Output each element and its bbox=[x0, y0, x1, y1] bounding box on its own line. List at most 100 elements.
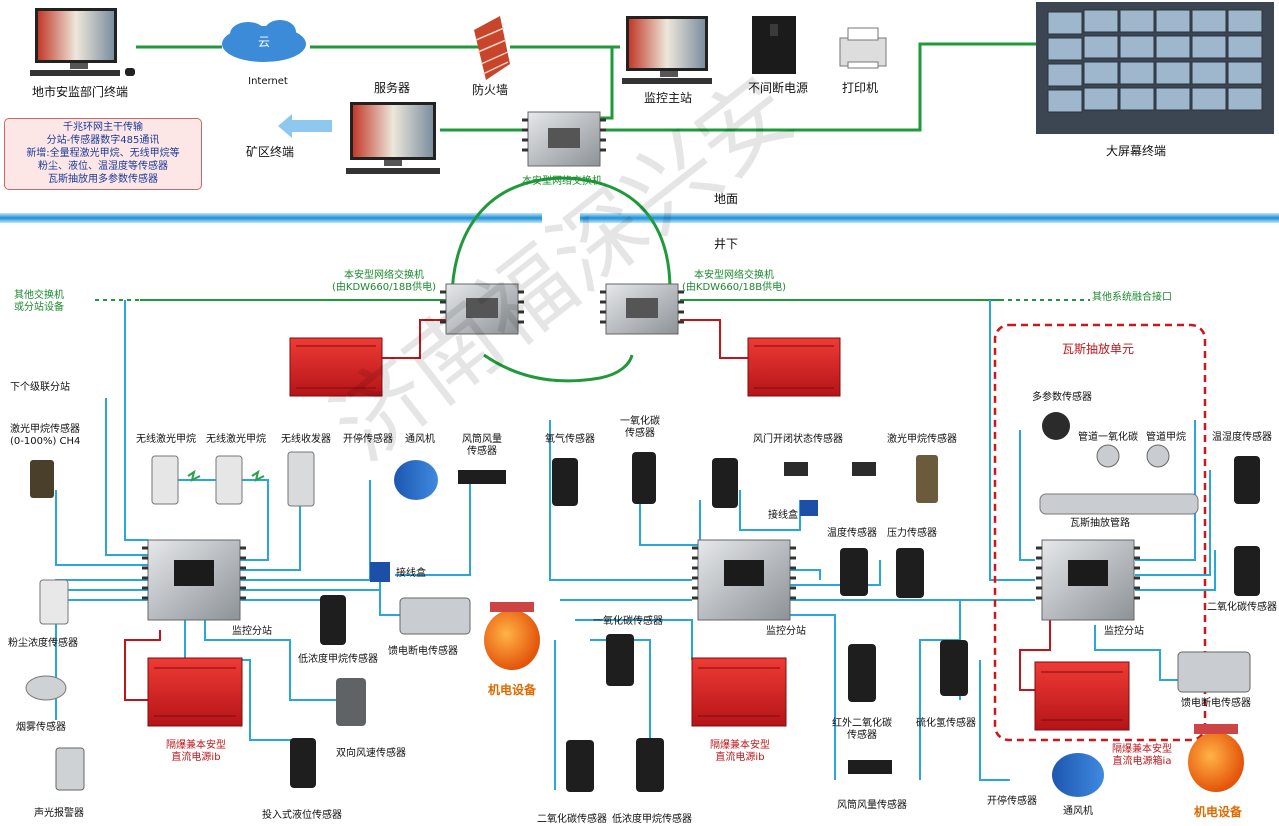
label-pipe-co: 管道一氧化碳 bbox=[1078, 432, 1138, 443]
label-alarm: 声光报警器 bbox=[34, 808, 84, 819]
server-terminal bbox=[346, 102, 440, 174]
big-screen-terminal bbox=[1036, 2, 1274, 134]
label-junction-box-middle: 接线盒 bbox=[768, 510, 798, 521]
label-stop-sensor: 开停传感器 bbox=[343, 434, 393, 445]
label-wireless-ch4-2: 无线激光甲烷 bbox=[206, 434, 266, 445]
network-lines bbox=[136, 42, 1036, 383]
psu-top-right bbox=[747, 337, 841, 397]
label-humid-temp: 温湿度传感器 bbox=[1212, 432, 1272, 443]
info-box: 千兆环网主干传输 分站-传感器数字485通讯 新增:全量程激光甲烷、无线甲烷等 … bbox=[4, 118, 202, 190]
label-co2-right: 二氧化碳传感器 bbox=[1207, 602, 1277, 613]
label-other-interface: 其他系统融合接口 bbox=[1092, 292, 1172, 303]
fan-left-icon bbox=[394, 460, 438, 500]
label-monitor-station: 监控主站 bbox=[643, 91, 693, 105]
label-feed-off: 馈电断电传感器 bbox=[388, 646, 458, 657]
info-line: 新增:全量程激光甲烷、无线甲烷等 bbox=[26, 148, 180, 159]
label-other-switch: 其他交换机 或分站设备 bbox=[14, 290, 64, 313]
label-ground: 地面 bbox=[713, 192, 739, 206]
label-laser-ch4: 激光甲烷传感器 bbox=[887, 434, 957, 445]
label-wind-speed: 双向风速传感器 bbox=[336, 748, 406, 759]
label-wireless-receiver: 无线收发器 bbox=[281, 434, 331, 445]
label-mine-terminal: 矿区终端 bbox=[245, 145, 295, 159]
label-psu-right: 隔爆兼本安型 直流电源箱ia bbox=[1112, 744, 1172, 767]
monitor-station bbox=[622, 16, 712, 84]
label-o2: 氧气传感器 bbox=[545, 434, 595, 445]
label-level: 投入式液位传感器 bbox=[262, 810, 342, 821]
label-underground: 井下 bbox=[713, 237, 739, 251]
label-gas-pipe: 瓦斯抽放管路 bbox=[1070, 518, 1130, 529]
psu-left bbox=[147, 657, 243, 727]
label-duct-airflow-b: 风筒风量传感器 bbox=[837, 800, 907, 811]
gas-pipe bbox=[1039, 493, 1199, 515]
psu-middle bbox=[691, 657, 787, 727]
cable-lines bbox=[55, 300, 1216, 790]
label-psu-left: 隔爆兼本安型 直流电源ib bbox=[166, 740, 226, 763]
label-co2: 二氧化碳传感器 bbox=[537, 814, 607, 825]
ground-band-right bbox=[580, 213, 1279, 223]
label-feed-off-right: 馈电断电传感器 bbox=[1181, 698, 1251, 709]
label-co-mid: 一氧化碳传感器 bbox=[593, 616, 663, 627]
label-pressure: 压力传感器 bbox=[887, 528, 937, 539]
label-ir-co2: 红外二氧化碳 传感器 bbox=[832, 718, 892, 741]
label-city-terminal: 地市安监部门终端 bbox=[31, 85, 129, 99]
label-multi-param: 多参数传感器 bbox=[1032, 392, 1092, 403]
gas-unit-boundary bbox=[993, 323, 1207, 742]
label-switch-left: 本安型网络交换机 (由KDW660/18B供电) bbox=[332, 270, 436, 293]
underground-switch-right bbox=[600, 283, 684, 335]
substation-middle bbox=[692, 539, 796, 621]
sensor-devices bbox=[25, 412, 1260, 792]
label-server: 服务器 bbox=[373, 81, 411, 95]
label-fan-right: 通风机 bbox=[1063, 806, 1093, 817]
label-substation-middle: 监控分站 bbox=[766, 626, 806, 637]
label-surface-switch: 本安型网络交换机 bbox=[522, 176, 602, 187]
fan-right-icon bbox=[1052, 753, 1104, 797]
label-ups: 不间断电源 bbox=[747, 81, 809, 95]
info-line: 瓦斯抽放用多参数传感器 bbox=[48, 174, 158, 185]
label-internet: Internet bbox=[248, 76, 288, 87]
ground-band-left bbox=[0, 213, 542, 223]
label-printer: 打印机 bbox=[841, 81, 879, 95]
substation-right bbox=[1036, 539, 1140, 621]
label-pipe-ch4: 管道甲烷 bbox=[1146, 432, 1186, 443]
label-duct-airflow: 风筒风量 传感器 bbox=[462, 434, 502, 457]
info-line: 千兆环网主干传输 bbox=[63, 122, 143, 133]
cloud-icon bbox=[222, 20, 306, 62]
label-cloud: 云 bbox=[257, 35, 271, 49]
info-line: 粉尘、液位、温湿度等传感器 bbox=[38, 161, 168, 172]
label-firewall: 防火墙 bbox=[471, 83, 509, 97]
psu-top-left bbox=[289, 337, 383, 397]
mech-left-icon bbox=[484, 602, 540, 670]
underground-switch-left bbox=[440, 283, 524, 335]
label-smoke: 烟雾传感器 bbox=[16, 722, 66, 733]
label-mech-left: 机电设备 bbox=[487, 683, 537, 697]
label-substation-left: 监控分站 bbox=[232, 626, 272, 637]
city-terminal bbox=[30, 8, 135, 76]
label-wireless-ch4-1: 无线激光甲烷 bbox=[136, 434, 196, 445]
label-mech-right: 机电设备 bbox=[1193, 805, 1243, 819]
label-low-ch4: 低浓度甲烷传感器 bbox=[298, 654, 378, 665]
ups-icon bbox=[752, 16, 796, 74]
label-low-ch4-b: 低浓度甲烷传感器 bbox=[612, 814, 692, 825]
wireless-signal-icon bbox=[187, 469, 265, 482]
label-laser-ch4-range: 激光甲烷传感器 (0-100%) CH4 bbox=[10, 424, 81, 447]
info-line: 分站-传感器数字485通讯 bbox=[46, 135, 160, 146]
label-psu-middle: 隔爆兼本安型 直流电源ib bbox=[710, 740, 770, 763]
label-junction-box-left: 接线盒 bbox=[396, 568, 426, 579]
label-h2s: 硫化氢传感器 bbox=[916, 718, 976, 729]
label-temp: 温度传感器 bbox=[827, 528, 877, 539]
mine-terminal-arrow-icon bbox=[278, 114, 332, 138]
firewall-icon bbox=[474, 16, 510, 80]
printer-icon bbox=[839, 27, 887, 69]
label-switch-right: 本安型网络交换机 (由KDW660/18B供电) bbox=[682, 270, 786, 293]
label-substation-right: 监控分站 bbox=[1104, 626, 1144, 637]
label-big-screen: 大屏幕终端 bbox=[1105, 144, 1167, 158]
label-gas-unit: 瓦斯抽放单元 bbox=[1061, 342, 1135, 356]
power-lines bbox=[124, 319, 1051, 701]
psu-right bbox=[1034, 661, 1130, 731]
label-fan: 通风机 bbox=[405, 434, 435, 445]
substation-left bbox=[142, 539, 246, 621]
label-dust: 粉尘浓度传感器 bbox=[8, 638, 78, 649]
surface-switch bbox=[522, 111, 606, 167]
label-stop-sensor-right: 开停传感器 bbox=[987, 796, 1037, 807]
